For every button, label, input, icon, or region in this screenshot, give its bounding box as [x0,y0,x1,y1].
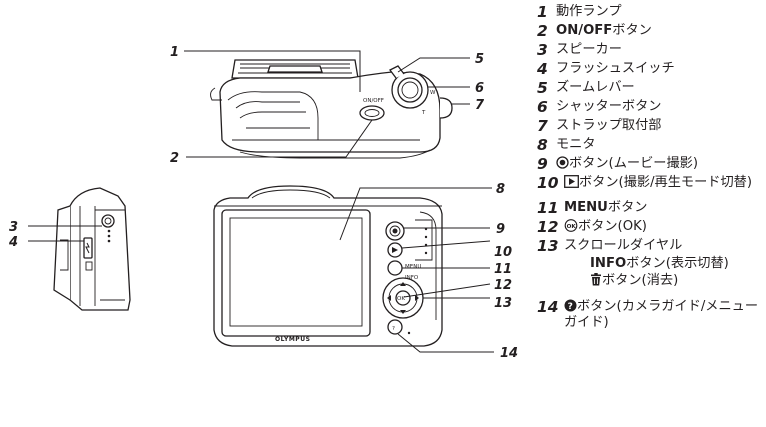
legend-label-bold: INFO [590,256,627,271]
callout-9: 9 [496,222,505,237]
legend-number: 13 [537,237,559,255]
legend-label: ボタン [607,200,648,215]
legend-number: 8 [537,136,548,154]
legend-label: モニタ [556,137,596,152]
zoom-t-text: T [421,110,426,116]
legend-label-bold: ON/OFF [556,23,613,38]
parts-legend: 1 動作ランプ 2 ON/OFFボタン 3 スピーカー 4 フラッシュスイッチ … [537,4,765,334]
legend-item: 2 ON/OFFボタン [537,23,765,39]
legend-label: ボタン(撮影/再生モード切替) [579,175,752,190]
legend-item: 5 ズームレバー [537,80,765,96]
svg-text:?: ? [568,302,573,312]
callout-6: 6 [475,81,484,96]
ok-icon: OK [564,219,578,232]
movie-record-icon [556,156,569,169]
legend-label: ボタン(消去) [602,273,679,288]
legend-item: 7 ストラップ取付部 [537,118,765,134]
legend-number: 4 [537,60,548,78]
svg-text:OK: OK [567,224,577,230]
legend-label: スピーカー [556,42,622,57]
legend-number: 1 [537,3,548,21]
legend-number: 5 [537,79,548,97]
legend-number: 3 [537,41,548,59]
legend-label: ボタン(OK) [578,219,647,234]
camera-side-view [53,187,131,311]
legend-number: 6 [537,98,548,116]
info-text: INFO [405,275,419,281]
legend-number: 7 [537,117,548,135]
callout-12: 12 [494,278,512,293]
legend-item: 9 ボタン(ムービー撮影) [537,156,765,172]
legend-item: 3 スピーカー [537,42,765,58]
legend-number: 14 [537,298,559,316]
playback-icon [564,175,579,188]
legend-item: 6 シャッターボタン [537,99,765,115]
legend-item: 13 スクロールダイヤル [537,238,765,254]
brand-text: OLYMPUS [275,336,310,343]
legend-number: 9 [537,155,548,173]
trash-icon [591,273,601,286]
callout-2: 2 [170,151,179,166]
legend-item: 14 ? ボタン(カメラガイド/メニューガイド) [537,299,765,331]
legend-label: シャッターボタン [556,99,662,114]
legend-label: ボタン(表示切替) [626,256,729,271]
camera-top-view: ON/OFF W T [210,59,453,159]
callout-8: 8 [496,182,505,197]
legend-subitem: INFOボタン(表示切替) [537,255,765,273]
callout-14: 14 [500,346,518,361]
legend-item: 12 OK ボタン(OK) [537,219,765,235]
callout-numbers: 1 2 3 4 5 6 7 8 9 10 11 12 13 14 [8,45,518,361]
legend-label: 動作ランプ [556,4,622,19]
legend-label: フラッシュスイッチ [556,61,675,76]
leader-lines [28,50,494,353]
menu-text: MENU [405,264,421,270]
legend-label: ボタン(カメラガイド/メニューガイド) [564,299,759,330]
callout-4: 4 [8,235,18,250]
legend-label-bold: MENU [564,200,608,215]
callout-10: 10 [494,245,512,260]
on-off-text: ON/OFF [363,98,384,104]
camera-illustrations: ON/OFF W T [8,45,518,361]
legend-label: スクロールダイヤル [564,238,683,253]
legend-number: 12 [537,218,559,236]
legend-item: 4 フラッシュスイッチ [537,61,765,77]
legend-item: 11 MENUボタン [537,200,765,216]
callout-7: 7 [475,98,485,113]
help-icon: ? [564,299,577,312]
legend-label: ストラップ取付部 [556,118,662,133]
legend-number: 10 [537,174,559,192]
legend-label: ボタン(ムービー撮影) [569,156,698,171]
callout-11: 11 [494,262,512,277]
svg-text:OK: OK [397,296,405,302]
zoom-w-text: W [430,90,436,96]
callout-13: 13 [494,296,512,311]
callout-3: 3 [9,220,18,235]
legend-item: 8 モニタ [537,137,765,153]
callout-1: 1 [170,45,179,60]
legend-item: 10 ボタン(撮影/再生モード切替) [537,175,765,191]
legend-label: ズームレバー [556,80,635,95]
legend-item: 1 動作ランプ [537,4,765,20]
camera-back-view: OLYMPUS MENU INFO OK ? [213,185,443,347]
legend-number: 2 [537,22,548,40]
legend-subitem: ボタン(消去) [537,272,765,290]
callout-5: 5 [475,52,484,67]
legend-label: ボタン [612,23,652,38]
svg-text:?: ? [392,326,395,332]
legend-number: 11 [537,199,559,217]
